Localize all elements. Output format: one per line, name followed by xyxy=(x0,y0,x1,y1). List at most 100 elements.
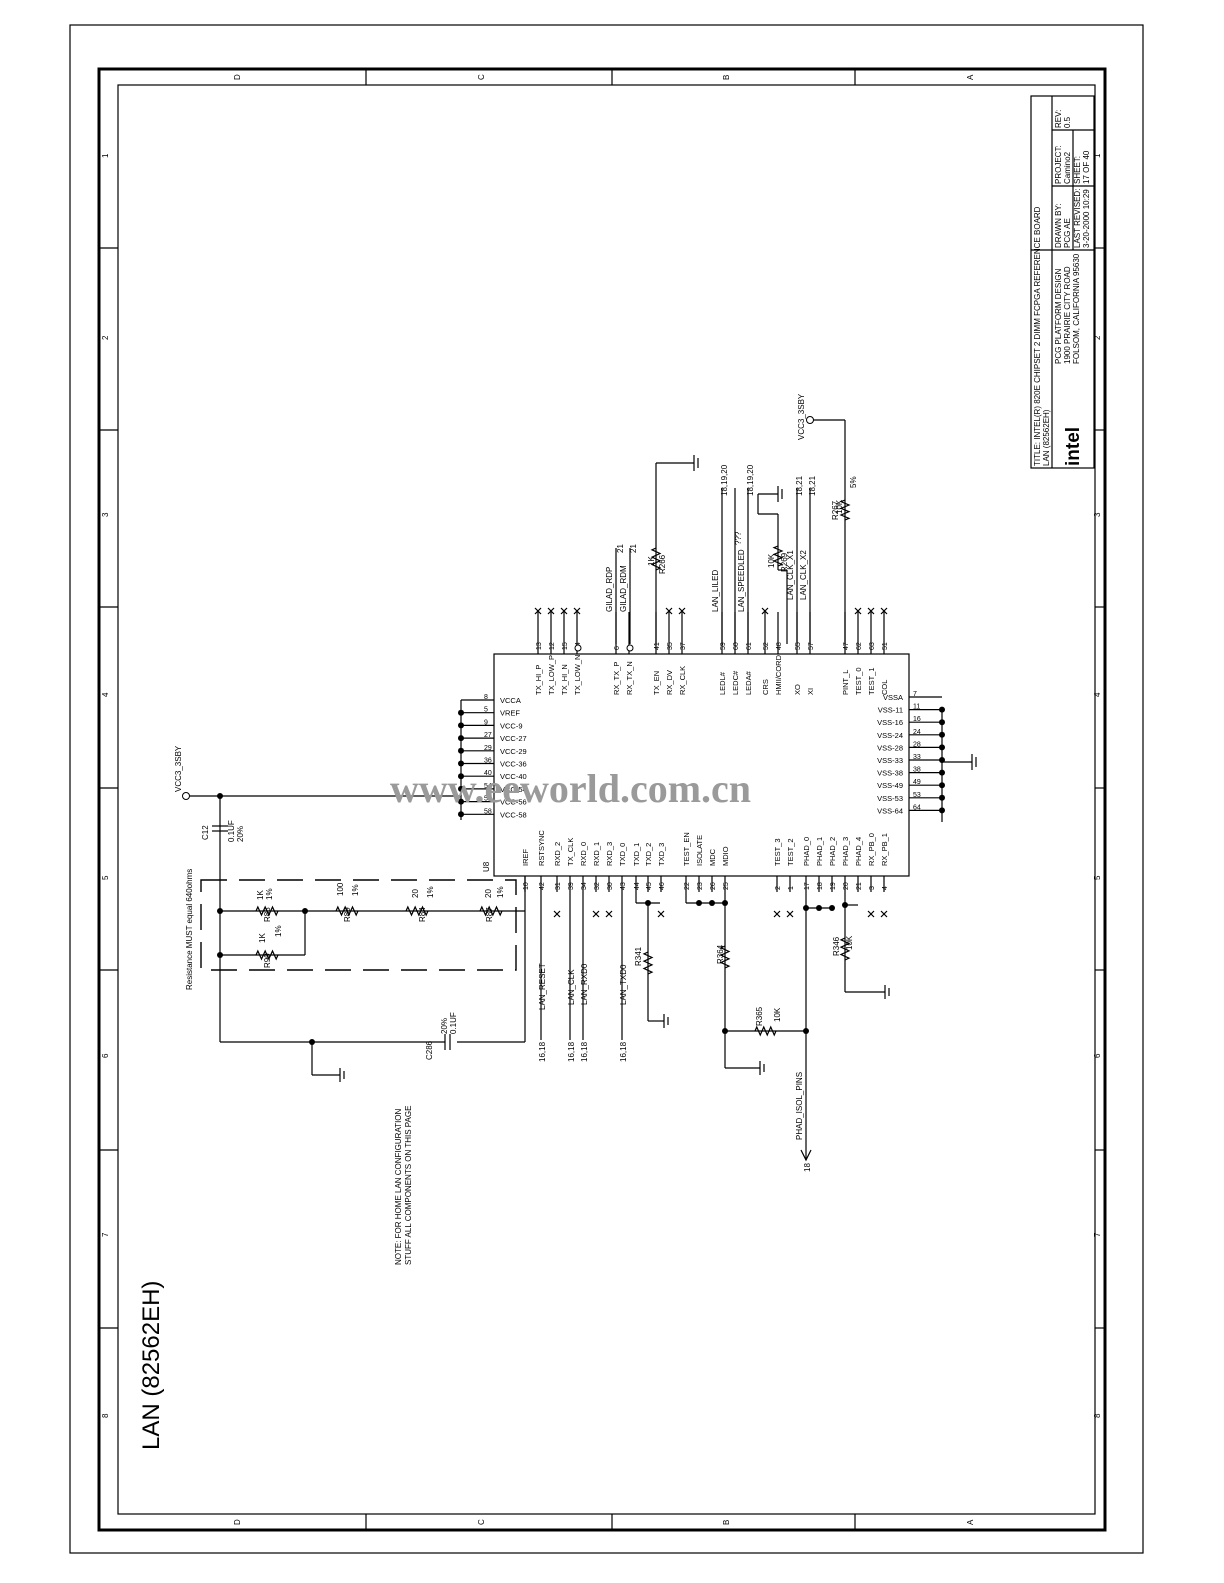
top-pin-number: 59 xyxy=(720,642,727,650)
right-pin-name: VSS-49 xyxy=(877,781,903,790)
zone-number-left: 5 xyxy=(101,875,110,880)
left-pin-name: VCC-56 xyxy=(500,798,527,807)
no-connect-mark xyxy=(854,607,862,615)
net-led-ref-2: 18,19,20 xyxy=(746,464,755,496)
c12-tol: 20% xyxy=(236,826,245,842)
bottom-pin-name: TXD_0 xyxy=(618,843,627,866)
top-pin-name: TX_HI_N xyxy=(560,664,569,695)
chip-ref: U8 xyxy=(482,861,491,872)
bottom-pin-name: RX_PB_1 xyxy=(880,833,889,866)
note-line-2: STUFF ALL COMPONENTS ON THIS PAGE xyxy=(404,1106,413,1265)
title-line-2: LAN (82562EH) xyxy=(1042,409,1051,466)
r87-ref: R87 xyxy=(485,907,494,922)
top-pin-name: PINT_L xyxy=(841,670,850,695)
bottom-pin-number: 34 xyxy=(581,882,588,890)
zone-number-right: 4 xyxy=(1093,692,1102,697)
r88-tol: 1% xyxy=(265,888,274,900)
net-clk-ref-1: 18,21 xyxy=(795,475,804,496)
inner-border xyxy=(117,84,1096,1515)
bottom-pin-number: 30 xyxy=(607,882,614,890)
vss-bus xyxy=(941,710,977,822)
net-clk-ref-2: 18,21 xyxy=(808,475,817,496)
zone-number-left: 1 xyxy=(101,153,110,158)
bottom-pin-number: 21 xyxy=(856,882,863,890)
intel-logo: intel xyxy=(1063,427,1084,466)
zone-number-left: 2 xyxy=(101,335,110,340)
net-lan-reset-ref: 16,18 xyxy=(538,1041,547,1062)
top-pin-number: 60 xyxy=(733,642,740,650)
right-pin-number: 28 xyxy=(913,741,921,748)
left-pin-number: 9 xyxy=(484,719,488,726)
bottom-pin-number: 42 xyxy=(539,882,546,890)
top-pin-number: 62 xyxy=(856,642,863,650)
bottom-pin-number: 18 xyxy=(817,882,824,890)
bottom-pin-name: TX_CLK xyxy=(566,838,575,866)
company-line-2: 1900 PRAIRIE CITY ROAD xyxy=(1063,266,1072,364)
r341-ref: R341 xyxy=(634,946,643,966)
left-pin-number: 56 xyxy=(484,796,492,803)
r90-tol: 1% xyxy=(274,925,283,937)
bottom-pin-name: RX_PB_0 xyxy=(867,833,876,866)
net-unknown: ??? xyxy=(734,531,743,545)
r267-tol: 5% xyxy=(849,476,858,488)
top-pin-name: RX_TX_P xyxy=(612,662,621,695)
project-label: PROJECT: xyxy=(1054,145,1063,184)
zone-number-left: 3 xyxy=(101,512,110,517)
left-pin-name: VCC-29 xyxy=(500,747,527,756)
top-pin-name: TX_EN xyxy=(652,671,661,695)
resistor-r84 xyxy=(405,905,429,917)
c12-ref: C12 xyxy=(201,825,210,840)
top-pin-number: 41 xyxy=(654,642,661,650)
top-pin-number: 37 xyxy=(680,642,687,650)
bottom-pin-name: RXD_2 xyxy=(553,842,562,866)
note-line-1: NOTE: FOR HOME LAN CONFIGURATION xyxy=(394,1108,403,1265)
net-gilad-rdp-ref: 21 xyxy=(616,544,625,553)
bottom-pin-number: 2 xyxy=(775,886,782,890)
top-pin-number: 61 xyxy=(746,642,753,650)
no-connect-mark xyxy=(880,607,888,615)
top-pin-number: 35 xyxy=(667,642,674,650)
right-pin-number: 53 xyxy=(913,792,921,799)
top-pin-number: 48 xyxy=(776,642,783,650)
title-line-1: TITLE: INTEL(R) 820E CHIPSET 2 DIMM FCPG… xyxy=(1033,206,1042,466)
bottom-pin-number: 23 xyxy=(697,882,704,890)
zone-letter-bottom: A xyxy=(966,1519,975,1525)
left-pin-number: 27 xyxy=(484,732,492,739)
no-connect-mark xyxy=(761,607,769,615)
bottom-pin-name: ISOLATE xyxy=(695,835,704,866)
zone-number-right: 3 xyxy=(1093,512,1102,517)
zone-number-right: 7 xyxy=(1093,1232,1102,1237)
net-lan-clk-ref: 16,18 xyxy=(567,1041,576,1062)
right-pin-number: 24 xyxy=(913,729,921,736)
company-line-3: FOLSOM, CALIFORNIA 95630 xyxy=(1072,253,1081,364)
bottom-pin-name: TXD_3 xyxy=(657,843,666,866)
no-connect-mark xyxy=(773,910,781,918)
no-connect-mark xyxy=(534,607,542,615)
left-pin-name: VCC-58 xyxy=(500,810,527,819)
r89-value: 100 xyxy=(336,882,345,896)
r346-ref: R346 xyxy=(832,936,841,956)
vcc-bus xyxy=(182,700,462,1042)
left-pin-number: 54 xyxy=(484,783,492,790)
right-pin-number: 11 xyxy=(913,704,920,711)
r88-ref: R88 xyxy=(263,907,272,922)
c286-ref: C286 xyxy=(425,1040,434,1060)
r269-ref: R269 xyxy=(780,552,789,572)
no-connect-mark xyxy=(867,910,875,918)
last-revised-value: 3-20-2000 10:29 xyxy=(1082,189,1091,248)
resistor-r88 xyxy=(255,905,279,917)
c12-val: 0.1UF xyxy=(227,820,236,842)
left-pin-name: VREF xyxy=(500,709,520,718)
r89-ref: R89 xyxy=(343,907,352,922)
bottom-pin-name: RXD_0 xyxy=(579,842,588,866)
zone-number-right: 8 xyxy=(1093,1413,1102,1418)
r346-value: 10K xyxy=(845,935,854,950)
bottom-pin-number: 43 xyxy=(620,882,627,890)
top-pin-name: TEST_0 xyxy=(854,667,863,695)
top-pin-number: 6 xyxy=(614,646,621,650)
zone-number-right: 1 xyxy=(1093,153,1102,158)
bottom-pin-number: 44 xyxy=(634,882,641,890)
no-connect-mark xyxy=(867,607,875,615)
net-lan-reset: LAN_RESET xyxy=(538,963,547,1010)
